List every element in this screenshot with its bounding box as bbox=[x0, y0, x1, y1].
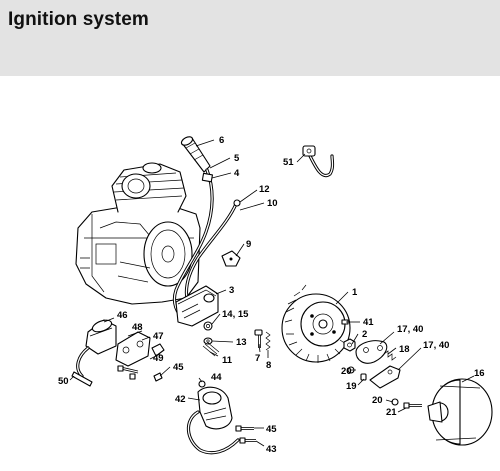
callout-18: 18 bbox=[399, 344, 410, 355]
module-screw bbox=[203, 321, 213, 331]
callout-17-40-b: 17, 40 bbox=[423, 340, 449, 351]
screw-21 bbox=[403, 402, 422, 409]
spark-plug-boot bbox=[180, 136, 211, 173]
flywheel-nut bbox=[343, 338, 356, 352]
terminal-44 bbox=[198, 380, 206, 388]
callout-44: 44 bbox=[211, 372, 222, 383]
pawl bbox=[369, 365, 401, 389]
callout-17-40-a: 17, 40 bbox=[397, 324, 423, 335]
callout-6: 6 bbox=[219, 135, 224, 146]
callout-50: 50 bbox=[58, 376, 69, 387]
callout-5: 5 bbox=[234, 153, 240, 164]
callout-41: 41 bbox=[363, 317, 374, 328]
sleeve-45a bbox=[153, 372, 163, 382]
callout-46: 46 bbox=[117, 310, 128, 321]
coil-lead bbox=[76, 346, 90, 378]
callout-11: 11 bbox=[222, 355, 233, 366]
starter-cup bbox=[427, 378, 493, 446]
bolt bbox=[254, 329, 263, 348]
callout-7: 7 bbox=[255, 353, 260, 364]
coil-spring bbox=[265, 331, 271, 351]
carrier bbox=[355, 340, 388, 364]
lower-coil bbox=[197, 386, 233, 430]
coil-bracket bbox=[115, 331, 151, 367]
callout-9: 9 bbox=[246, 239, 251, 250]
callout-1: 1 bbox=[352, 287, 358, 298]
callout-12: 12 bbox=[259, 184, 270, 195]
contact-terminal bbox=[221, 250, 241, 267]
callout-49: 49 bbox=[153, 353, 164, 364]
screw-43 bbox=[239, 437, 256, 444]
callout-47: 47 bbox=[153, 331, 164, 342]
screw-45b bbox=[235, 425, 254, 432]
callout-45-a: 45 bbox=[173, 362, 184, 373]
clip-48 bbox=[151, 343, 165, 357]
callout-14-15: 14, 15 bbox=[222, 309, 249, 320]
ignition-lead bbox=[172, 168, 214, 322]
page-title: Ignition system bbox=[8, 9, 149, 30]
title-bar: Ignition system bbox=[0, 0, 500, 76]
lower-coil-lead bbox=[186, 410, 240, 455]
pawl-spring bbox=[383, 350, 397, 361]
engine-housing bbox=[75, 162, 201, 305]
callout-4: 4 bbox=[234, 168, 240, 179]
callout-20-a: 20 bbox=[341, 366, 352, 377]
spark-cable bbox=[71, 371, 93, 387]
callout-42: 42 bbox=[175, 394, 186, 405]
callout-8: 8 bbox=[266, 360, 271, 371]
callout-13: 13 bbox=[236, 337, 247, 348]
callout-2: 2 bbox=[362, 329, 367, 340]
screws-49 bbox=[117, 365, 139, 380]
callout-3: 3 bbox=[229, 285, 234, 296]
spring bbox=[202, 341, 220, 357]
callout-43: 43 bbox=[266, 444, 277, 455]
ignition-coil bbox=[85, 319, 117, 355]
callout-16: 16 bbox=[474, 368, 485, 379]
callout-51: 51 bbox=[283, 157, 294, 168]
callout-45-b: 45 bbox=[266, 424, 277, 435]
callout-19: 19 bbox=[346, 381, 357, 392]
ground-cable bbox=[302, 145, 335, 178]
short-circuit-wire bbox=[184, 199, 241, 306]
callout-10: 10 bbox=[267, 198, 278, 209]
callout-21: 21 bbox=[386, 407, 397, 418]
lead-sleeve bbox=[201, 172, 213, 183]
flywheel bbox=[281, 284, 351, 363]
callout-20-b: 20 bbox=[372, 395, 383, 406]
ignition-module bbox=[175, 285, 219, 327]
callout-48: 48 bbox=[132, 322, 143, 333]
leader-lines bbox=[69, 139, 475, 447]
callouts: 6 5 4 51 12 10 9 3 14, 15 13 7 8 11 1 41… bbox=[58, 135, 485, 455]
